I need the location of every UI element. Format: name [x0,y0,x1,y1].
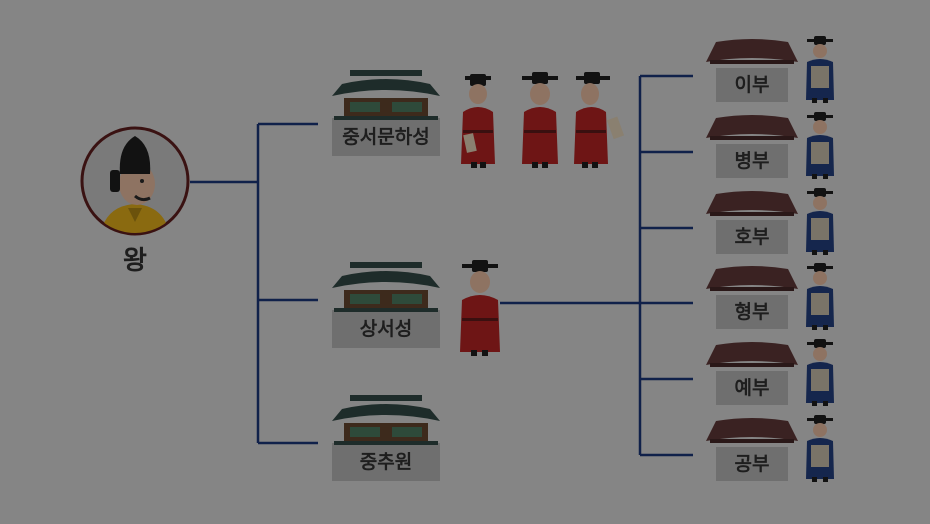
ministry-label: 형부 [716,295,788,329]
king-label: 왕 [123,246,147,276]
ministry-label: 이부 [716,68,788,102]
red-official-icon [522,72,558,168]
ministry-label: 예부 [716,371,788,405]
ministry-roof-icon [706,418,798,443]
ministry-gongbu: 공부 [706,415,798,481]
office-label: 중추원 [332,443,440,481]
ministry-roof-icon [706,266,798,291]
blue-official-icon [806,188,834,255]
office-sangseoseong: 상서성 [330,262,442,348]
ministry-yebu: 예부 [706,339,798,405]
office-jungseomunhaseong: 중서문하성 [330,70,442,156]
ministry-label: 병부 [716,144,788,178]
office-building-icon [332,395,440,445]
blue-official-icon [806,339,834,406]
ministry-label: 호부 [716,220,788,254]
ministry-byeongbu: 병부 [706,112,798,178]
blue-official-icon [806,415,834,482]
ministry-roof-icon [706,39,798,64]
ministry-roof-icon [706,342,798,367]
red-official-icon [461,74,495,168]
ministry-hobu: 호부 [706,188,798,254]
ministry-roof-icon [706,115,798,140]
red-official-icon [574,72,625,168]
blue-official-icon [806,36,834,103]
ministry-ibu: 이부 [706,36,798,102]
office-building-icon [332,70,440,120]
red-official-icon [460,260,500,356]
office-building-icon [332,262,440,312]
blue-official-icon [806,263,834,330]
ministry-roof-icon [706,191,798,216]
office-label: 중서문하성 [332,118,440,156]
blue-official-icon [806,112,834,179]
ministry-label: 공부 [716,447,788,481]
office-jungchuwon: 중추원 [330,395,442,481]
king-portrait [80,126,190,236]
office-label: 상서성 [332,310,440,348]
ministry-hyeongbu: 형부 [706,263,798,329]
